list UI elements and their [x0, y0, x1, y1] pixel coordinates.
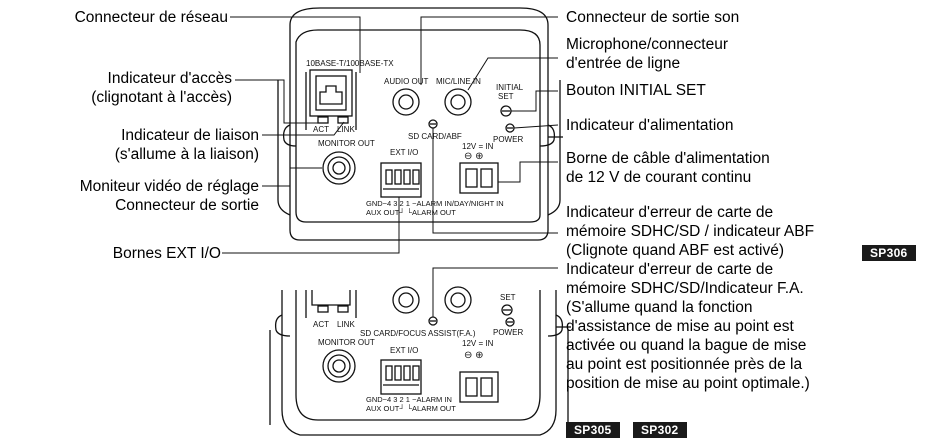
badge-sp302: SP302 — [633, 422, 687, 438]
callout-mic-line-in: Microphone/connecteur d'entrée de ligne — [566, 36, 728, 72]
link-text-bottom: LINK — [337, 320, 355, 329]
camera-body-bottom — [281, 290, 557, 436]
extio-text-bottom: EXT I/O — [390, 346, 418, 355]
leader-lines — [222, 16, 559, 317]
monitor-out-jack-bottom — [322, 349, 356, 383]
pins-text-bottom: GND−4 3 2 1 −ALARM IN — [366, 395, 452, 404]
link-led-bottom — [337, 305, 349, 313]
mic-jack-bottom — [444, 286, 472, 314]
act-text-bottom: ACT — [313, 320, 329, 329]
act-led-top — [317, 116, 329, 124]
badge-sp305: SP305 — [566, 422, 620, 438]
camera-body-top — [289, 7, 549, 241]
callout-link-indicator: Indicateur de liaison (s'allume à la lia… — [114, 127, 259, 163]
power-terminal-top — [459, 162, 499, 194]
callout-ext-io: Bornes EXT I/O — [112, 245, 221, 262]
ext-io-terminal-bottom — [380, 359, 422, 395]
set-text-top: SET — [498, 92, 514, 101]
act-led-bottom — [317, 305, 329, 313]
polarity-text-bottom: ⊖ ⊕ — [464, 350, 484, 361]
callout-monitor-output: Moniteur vidéo de réglage Connecteur de … — [79, 178, 259, 214]
polarity-text-top: ⊖ ⊕ — [464, 151, 484, 162]
audio-out-jack-top — [392, 88, 420, 116]
monitor-out-jack-top — [322, 151, 356, 185]
monitor-text-top: MONITOR OUT — [318, 139, 375, 148]
lan-text-top: 10BASE-T/100BASE-TX — [306, 59, 394, 68]
mic-text-top: MIC/LINE IN — [436, 77, 481, 86]
callout-audio-out: Connecteur de sortie son — [566, 9, 740, 26]
set-text-bottom: SET — [500, 293, 516, 302]
aux-text-bottom: AUX OUT┘ └ALARM OUT — [366, 404, 456, 413]
sd-text-bottom: SD CARD/FOCUS ASSIST(F.A.) — [360, 329, 476, 338]
initial-text-top: INITIAL — [496, 83, 524, 92]
audio-out-jack-bottom — [392, 286, 420, 314]
link-led-top — [337, 116, 349, 124]
callout-power-indicator: Indicateur d'alimentation — [566, 117, 734, 134]
set-button-bottom — [501, 304, 513, 316]
audio-out-text-top: AUDIO OUT — [384, 77, 429, 86]
pins-text-top: GND−4 3 2 1 −ALARM IN/DAY/NIGHT IN — [366, 199, 504, 208]
power-led-bottom — [505, 317, 515, 327]
callout-sd-fa: Indicateur d'erreur de carte de mémoire … — [566, 261, 810, 392]
callout-sd-abf: Indicateur d'erreur de carte de mémoire … — [566, 204, 815, 259]
badge-sp306: SP306 — [862, 245, 916, 261]
ext-io-terminal-top — [380, 162, 422, 198]
callout-access-indicator: Indicateur d'accès (clignotant à l'accès… — [91, 70, 232, 106]
callout-power-cable: Borne de câble d'alimentation de 12 V de… — [566, 150, 770, 186]
link-text-top: LINK — [337, 125, 355, 134]
power-text-bottom: POWER — [493, 328, 523, 337]
act-text-top: ACT — [313, 125, 329, 134]
extio-text-top: EXT I/O — [390, 148, 418, 157]
callout-network-connector: Connecteur de réseau — [74, 9, 228, 26]
mic-jack-top — [444, 88, 472, 116]
power-text-top: POWER — [493, 135, 523, 144]
power-terminal-bottom — [459, 371, 499, 403]
voltage-text-bottom: 12V = IN — [462, 339, 494, 348]
aux-text-top: AUX OUT┘ └ALARM OUT — [366, 208, 456, 217]
monitor-text-bottom: MONITOR OUT — [318, 338, 375, 347]
lan-port-top — [309, 69, 353, 117]
callout-initial-set: Bouton INITIAL SET — [566, 82, 706, 99]
sd-text-top: SD CARD/ABF — [408, 132, 462, 141]
voltage-text-top: 12V = IN — [462, 142, 494, 151]
